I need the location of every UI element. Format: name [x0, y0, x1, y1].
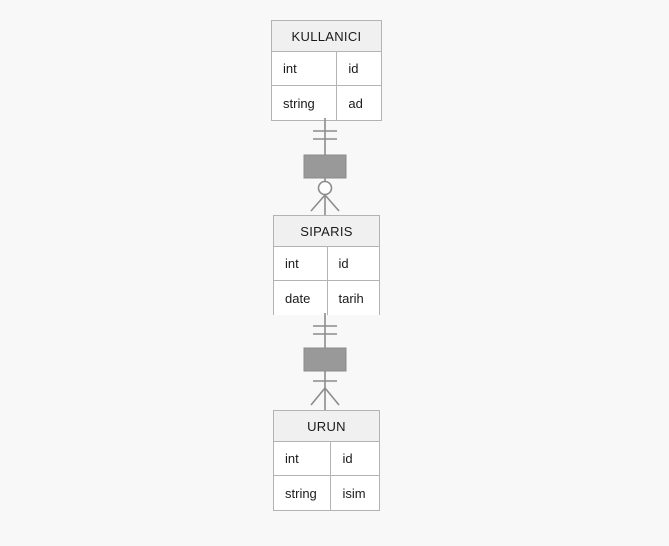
attribute-type: string [274, 476, 332, 510]
relationship-siparis-urun[interactable] [280, 313, 370, 413]
attribute-field: tarih [327, 281, 379, 315]
attribute-type: int [274, 442, 332, 475]
entity-kullanici-title: KULLANICI [272, 21, 381, 52]
entity-kullanici-attribute-row[interactable]: int id [272, 52, 381, 86]
attribute-field: id [331, 442, 379, 475]
entity-urun[interactable]: URUN int id string isim [273, 410, 380, 511]
attribute-type: date [274, 281, 328, 315]
entity-siparis-attribute-row[interactable]: int id [274, 247, 379, 281]
attribute-type: int [274, 247, 328, 280]
attribute-field: isim [331, 476, 379, 510]
attribute-type: string [272, 86, 338, 120]
entity-siparis-title: SIPARIS [274, 216, 379, 247]
relationship-kullanici-siparis[interactable] [280, 118, 370, 218]
attribute-type: int [272, 52, 338, 85]
entity-urun-attribute-row[interactable]: int id [274, 442, 379, 476]
attribute-field: id [327, 247, 379, 280]
attribute-field: ad [337, 86, 381, 120]
entity-urun-attribute-row[interactable]: string isim [274, 476, 379, 510]
entity-kullanici[interactable]: KULLANICI int id string ad [271, 20, 382, 121]
attribute-field: id [337, 52, 381, 85]
entity-urun-title: URUN [274, 411, 379, 442]
entity-siparis-attribute-row[interactable]: date tarih [274, 281, 379, 315]
entity-siparis[interactable]: SIPARIS int id date tarih [273, 215, 380, 315]
entity-kullanici-attribute-row[interactable]: string ad [272, 86, 381, 120]
